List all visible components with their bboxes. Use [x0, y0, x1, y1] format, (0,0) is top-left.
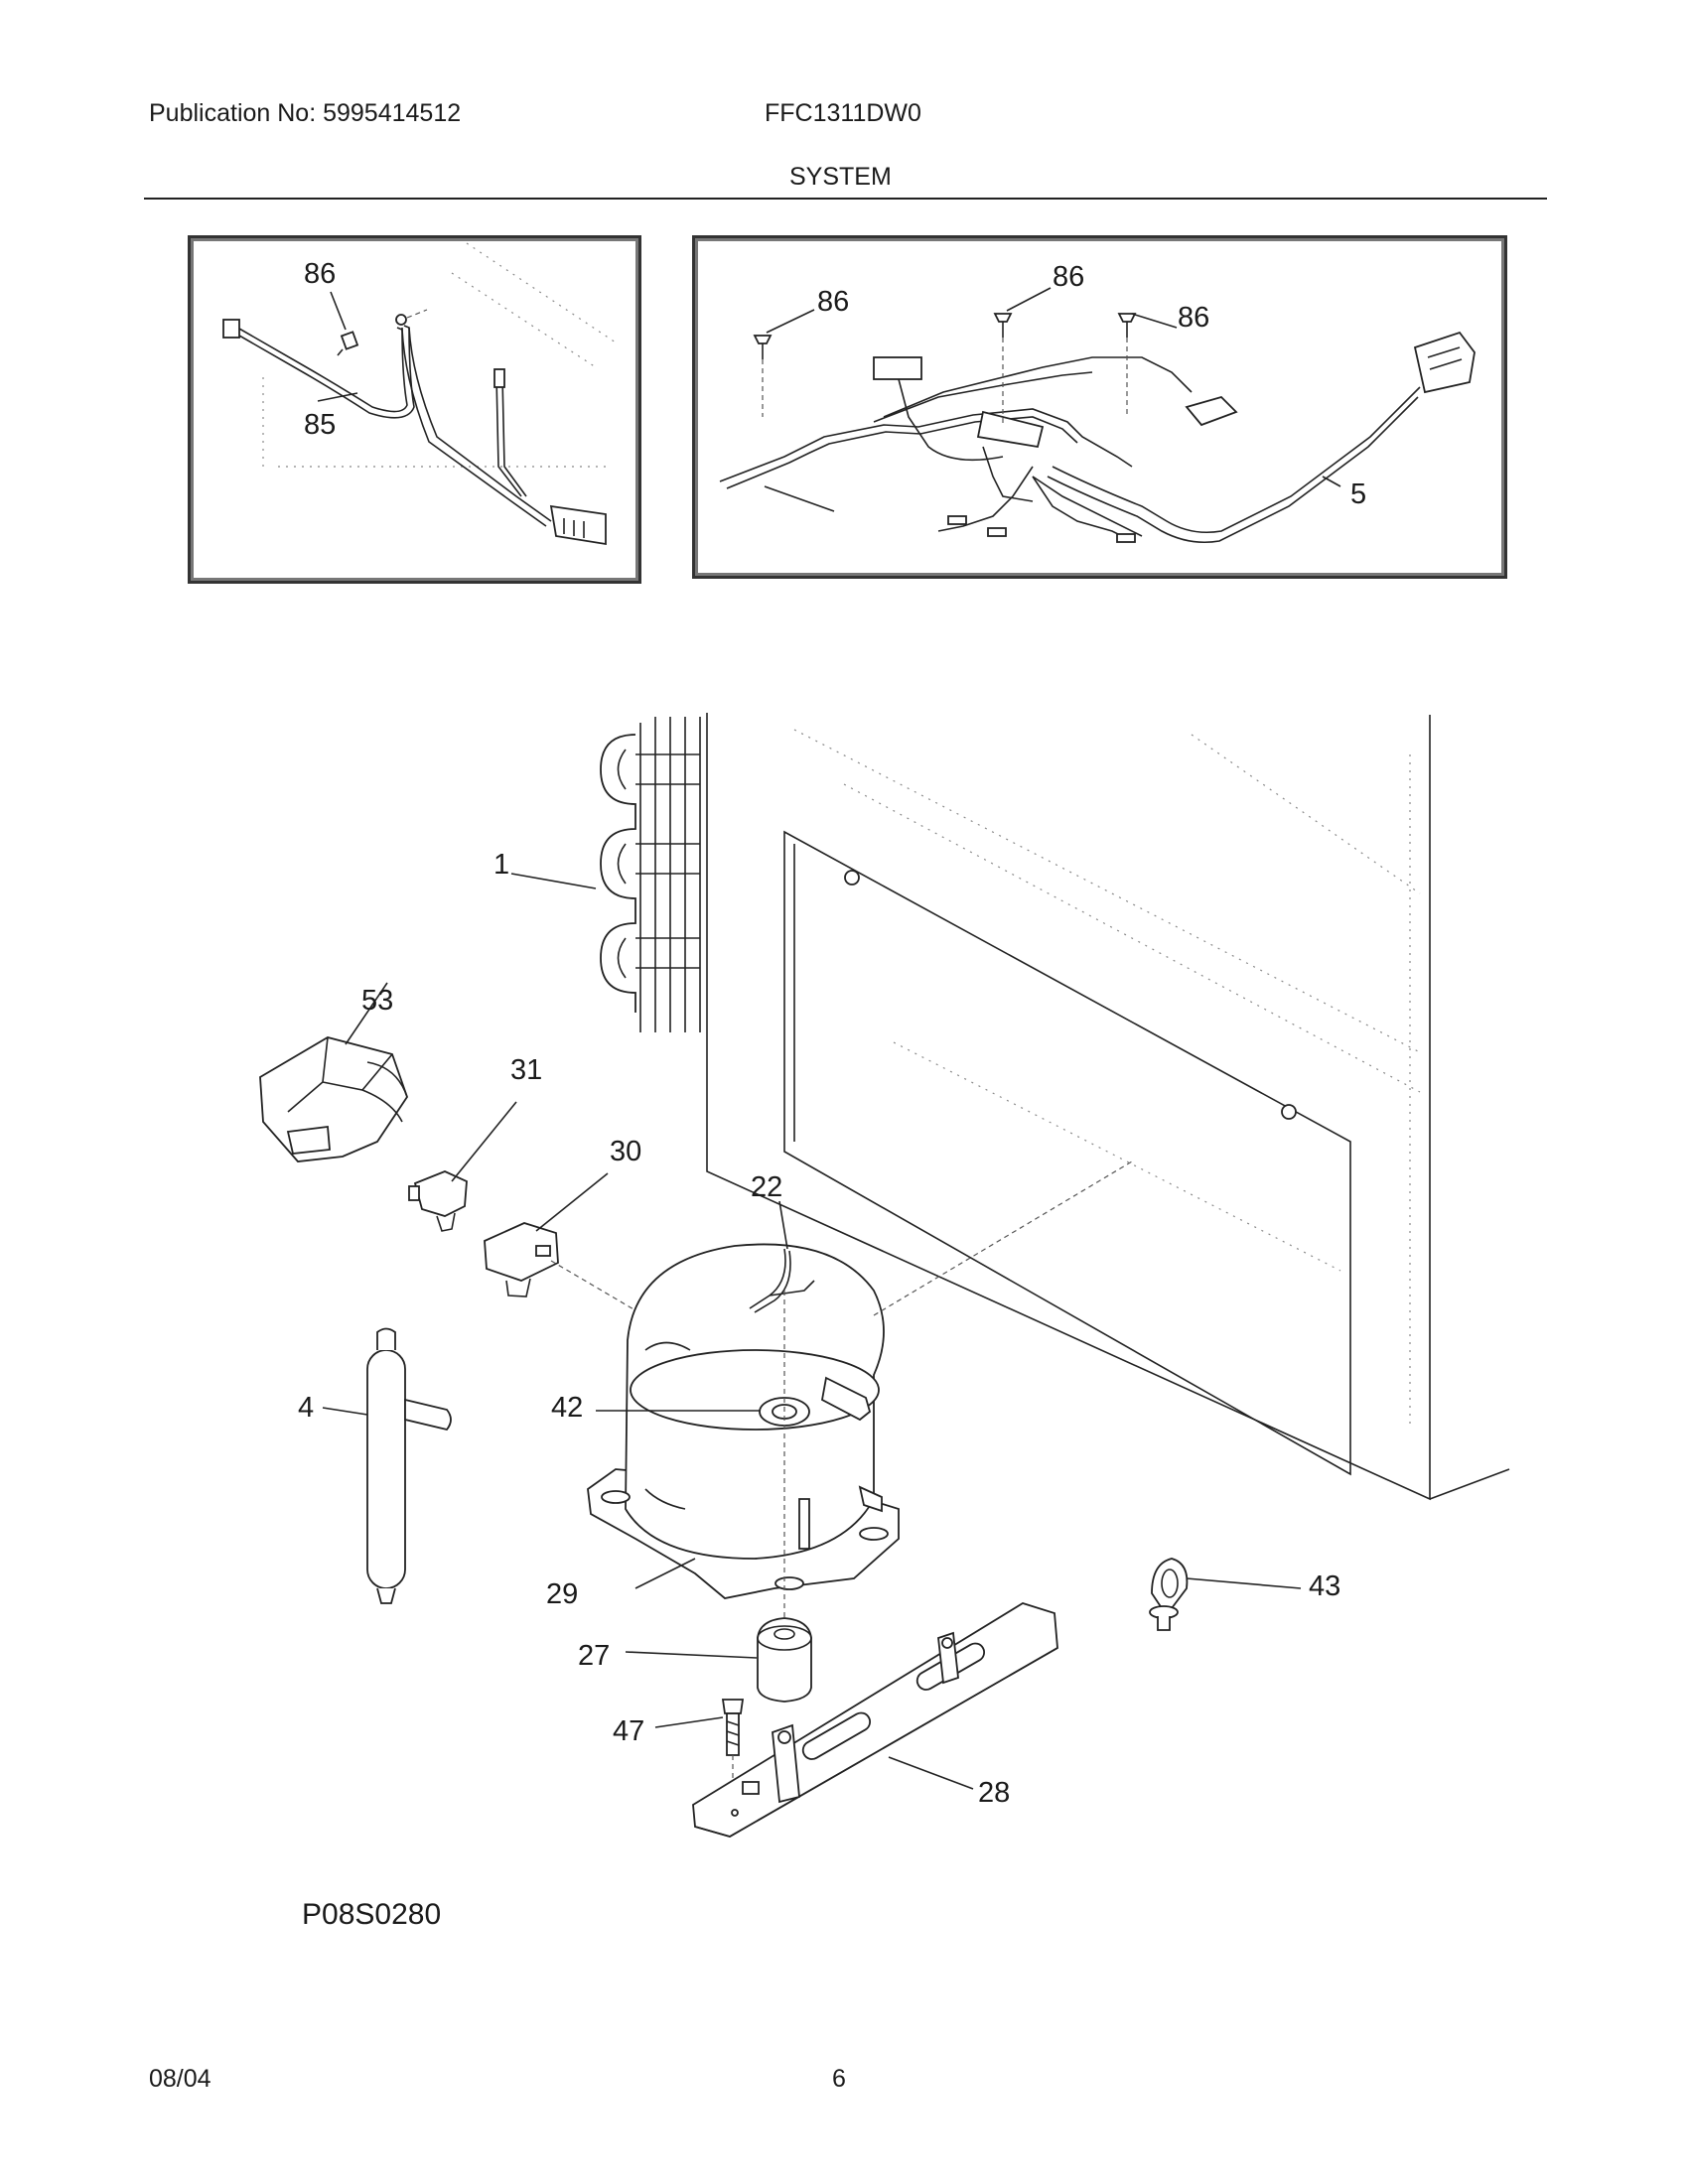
compressor-29 — [587, 1243, 900, 1599]
callout-53: 53 — [361, 985, 394, 1017]
condenser-coil-1 — [600, 717, 701, 1032]
grommet-27 — [757, 1617, 812, 1703]
wire-22 — [749, 1248, 815, 1313]
relay-cover-53 — [259, 1036, 408, 1162]
screw-icon-86-right-3 — [1117, 313, 1137, 417]
callout-43: 43 — [1309, 1570, 1341, 1602]
callout-85: 85 — [304, 409, 337, 441]
screw-icon-86-right-1 — [753, 335, 773, 417]
callout-42: 42 — [551, 1392, 584, 1424]
callout-86-right-inset-2: 86 — [1053, 261, 1085, 293]
wire-harness-5 — [719, 331, 1476, 544]
callout-31: 31 — [510, 1054, 543, 1086]
bolt-47 — [721, 1699, 745, 1807]
cabinet-outline — [706, 713, 1510, 1501]
model-number: FFC1311DW0 — [765, 99, 921, 127]
header-rule — [144, 198, 1547, 200]
screw-icon-86-left — [337, 331, 359, 356]
section-title: SYSTEM — [789, 163, 892, 191]
callout-28: 28 — [978, 1777, 1011, 1809]
inset-panel-right — [692, 235, 1507, 579]
screw-icon-86-right-2 — [993, 313, 1013, 427]
callout-29: 29 — [546, 1578, 579, 1610]
callout-47: 47 — [613, 1715, 645, 1747]
figure-code: P08S0280 — [302, 1898, 442, 1931]
callout-86-left-inset: 86 — [304, 258, 337, 290]
clamp-43 — [1149, 1558, 1189, 1631]
callout-86-right-inset-3: 86 — [1178, 302, 1210, 334]
footer-date: 08/04 — [149, 2065, 211, 2093]
callout-5: 5 — [1350, 478, 1367, 510]
callout-27: 27 — [578, 1640, 611, 1672]
callout-1: 1 — [493, 849, 510, 881]
overload-31 — [408, 1170, 468, 1232]
callout-4: 4 — [298, 1392, 315, 1424]
wire-harness-85 — [222, 242, 617, 546]
page-number: 6 — [832, 2065, 846, 2093]
drier-4 — [366, 1327, 452, 1604]
publication-number: Publication No: 5995414512 — [149, 99, 462, 127]
callout-30: 30 — [610, 1136, 642, 1167]
relay-30 — [484, 1222, 559, 1297]
base-rail-28 — [692, 1602, 1058, 1838]
callout-86-right-inset-1: 86 — [817, 286, 850, 318]
callout-22: 22 — [751, 1171, 783, 1203]
